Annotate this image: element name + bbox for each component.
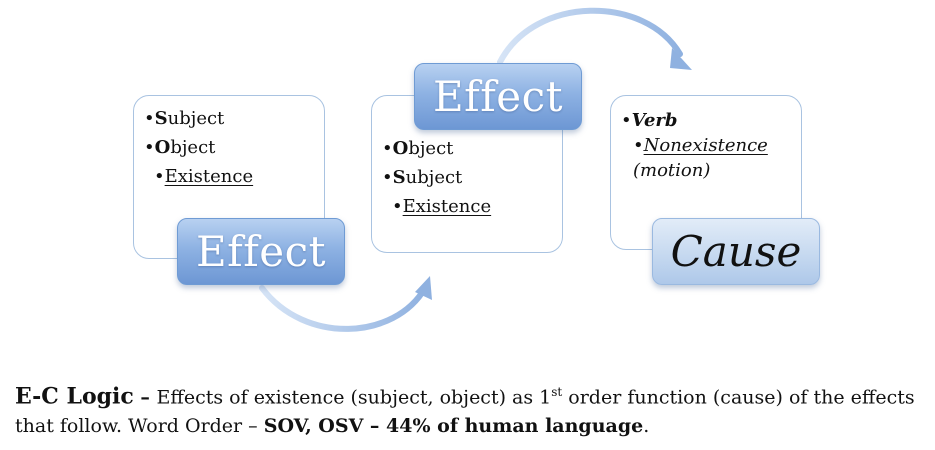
caption: E-C Logic – Effects of existence (subjec… (15, 378, 925, 441)
caption-lead: E-C Logic (15, 383, 134, 410)
caption-text-2: order function (cause) of the effects th… (15, 386, 915, 438)
item-motion: (motion) (633, 160, 711, 181)
item-verb: •Verb (621, 110, 678, 131)
caption-dash: – (133, 386, 157, 409)
diagram: •Subject •Object •Existence Effect •Obje… (133, 7, 820, 332)
tag-effect-first-label: Effect (195, 227, 326, 276)
tag-cause-label: Cause (670, 227, 802, 276)
arrow-bottom-head (415, 276, 432, 300)
item-subject: •Subject (144, 108, 225, 129)
item-object-2: •Object (382, 138, 454, 159)
tag-effect-second-label: Effect (432, 72, 563, 121)
tag-cause: Cause (652, 218, 820, 285)
item-object: •Object (144, 137, 216, 158)
item-existence: •Existence (154, 166, 254, 187)
caption-text-1: Effects of existence (subject, object) a… (156, 386, 552, 409)
tag-effect-second: Effect (414, 63, 582, 130)
tag-effect-first: Effect (177, 218, 345, 285)
arrow-top-head (670, 48, 692, 70)
caption-sup: st (551, 385, 563, 399)
item-nonexistence: •Nonexistence (633, 135, 768, 156)
item-existence-2: •Existence (392, 196, 492, 217)
arrows-layer (259, 7, 692, 332)
caption-bold: SOV, OSV – 44% of human language (263, 415, 644, 438)
caption-end: . (643, 415, 650, 438)
item-subject-2: •Subject (382, 167, 463, 188)
arrow-bottom (259, 285, 428, 332)
arrow-top (497, 7, 683, 65)
